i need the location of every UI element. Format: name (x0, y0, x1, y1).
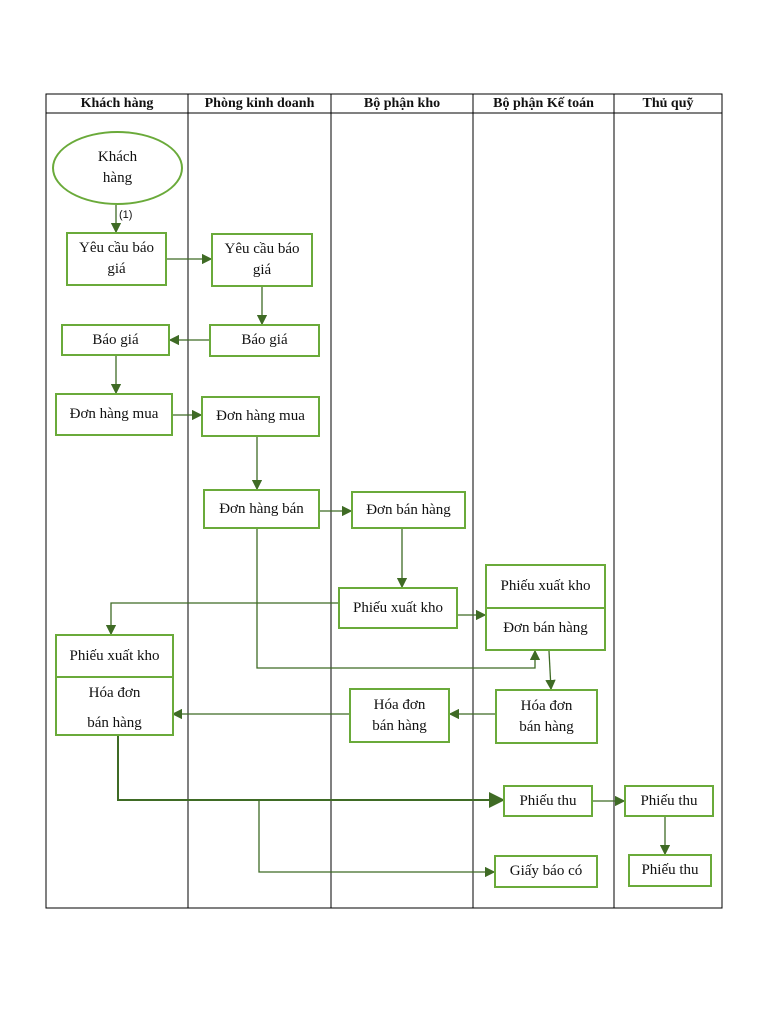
customer-issue-slip-and-invoice: Phiếu xuất kho Hóa đơn bán hàng (55, 634, 174, 736)
sales-quote: Báo giá (209, 324, 320, 357)
accounting-credit-note: Giấy báo có (494, 855, 598, 888)
treasurer-receipt-final: Phiếu thu (628, 854, 712, 887)
customer-issue-slip: Phiếu xuất kho (57, 636, 172, 678)
warehouse-issue-slip: Phiếu xuất kho (338, 587, 458, 629)
lane-header-treasurer: Thủ quỹ (642, 95, 694, 111)
accounting-issue-slip-and-order: Phiếu xuất kho Đơn bán hàng (485, 564, 606, 651)
arrow-accounting-order-to-invoice (545, 650, 556, 691)
warehouse-sales-order: Đơn bán hàng (351, 491, 466, 529)
customer-start-node: Khách hàng (52, 131, 183, 205)
arrow-customer-to-credit-note (258, 800, 496, 878)
customer-purchase-order: Đơn hàng mua (55, 393, 173, 436)
lane-header-sales: Phòng kinh doanh (204, 95, 315, 111)
customer-invoice: Hóa đơn bán hàng (87, 685, 142, 731)
customer-quote: Báo giá (61, 324, 170, 356)
sales-purchase-order: Đơn hàng mua (201, 396, 320, 437)
arrow-issue-slip-to-customer (105, 602, 338, 636)
accounting-receipt: Phiếu thu (503, 785, 593, 817)
step-number-label: (1) (119, 209, 133, 221)
arrow-sales-order-to-accounting (256, 529, 541, 669)
accounting-issue-slip: Phiếu xuất kho (487, 566, 604, 609)
customer-quote-request: Yêu cầu báo giá (66, 232, 167, 286)
treasurer-receipt: Phiếu thu (624, 785, 714, 817)
sales-order: Đơn hàng bán (203, 489, 320, 529)
lane-header-warehouse: Bộ phận kho (363, 95, 441, 111)
accounting-sales-order: Đơn bán hàng (503, 620, 588, 637)
sales-quote-request: Yêu cầu báo giá (211, 233, 313, 287)
accounting-invoice: Hóa đơn bán hàng (495, 689, 598, 744)
warehouse-invoice: Hóa đơn bán hàng (349, 688, 450, 743)
lane-header-accounting: Bộ phận Kế toán (493, 95, 594, 111)
lane-frame (45, 93, 723, 909)
lane-header-customer: Khách hàng (80, 95, 154, 111)
arrow-customer-to-receipt (117, 736, 505, 808)
